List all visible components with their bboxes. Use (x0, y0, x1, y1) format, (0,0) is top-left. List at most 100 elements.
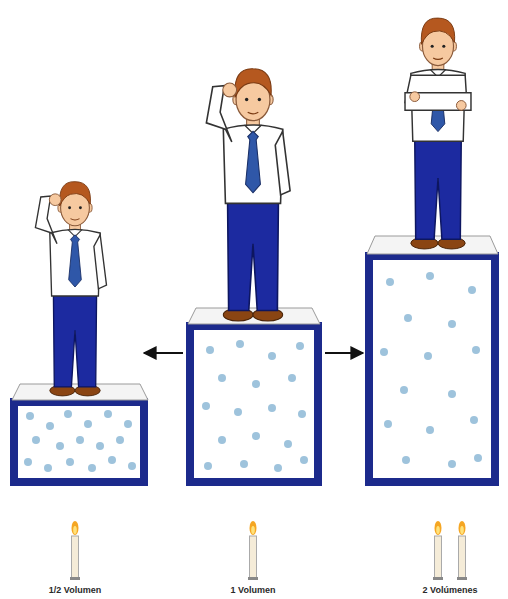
particle (284, 440, 292, 448)
particle (76, 436, 84, 444)
candle-base (433, 577, 443, 580)
particle (96, 442, 104, 450)
particle (468, 286, 476, 294)
particle (66, 458, 74, 466)
container-wall (365, 252, 499, 486)
container-one (186, 308, 322, 486)
particle (32, 436, 40, 444)
container-wall (186, 322, 322, 486)
flame (459, 521, 466, 535)
direction-arrow (325, 352, 363, 354)
flame-core (251, 526, 255, 534)
man-confident (405, 18, 471, 249)
container-double (365, 236, 499, 486)
flame-core (73, 526, 77, 534)
particle (56, 442, 64, 450)
particle (252, 432, 260, 440)
volume-label: 1 Volumen (231, 585, 276, 596)
particle (472, 346, 480, 354)
container-inside (194, 330, 314, 478)
candle-body (435, 536, 442, 578)
man-puzzled (35, 182, 106, 396)
man-figure (50, 182, 100, 396)
particle (268, 404, 276, 412)
particle (124, 420, 132, 428)
container-inside (18, 406, 140, 478)
gas-particles (24, 410, 136, 472)
candle (433, 521, 443, 580)
candle-base (248, 577, 258, 580)
particle (384, 420, 392, 428)
particle (104, 410, 112, 418)
man-thinking (206, 69, 290, 321)
particle (128, 462, 136, 470)
particle (404, 314, 412, 322)
particle (26, 412, 34, 420)
particle (400, 386, 408, 394)
man-arms (405, 75, 471, 110)
particle (236, 340, 244, 348)
particle (218, 374, 226, 382)
particle (386, 278, 394, 286)
particle (218, 436, 226, 444)
particle (426, 272, 434, 280)
candle-base (457, 577, 467, 580)
particle (64, 410, 72, 418)
particle (298, 410, 306, 418)
particle (44, 464, 52, 472)
flame-core (436, 526, 440, 534)
man-arm (94, 235, 107, 289)
particle (24, 458, 32, 466)
candle-body (250, 536, 257, 578)
volume-label: 2 Volúmenes (423, 585, 478, 596)
particle (300, 456, 308, 464)
particle (252, 380, 260, 388)
candle (70, 521, 80, 580)
container-wall (10, 398, 148, 486)
volume-label: 1/2 Volumen (49, 585, 101, 596)
particle (204, 462, 212, 470)
flame (250, 521, 257, 535)
particle (424, 352, 432, 360)
candle-body (459, 536, 466, 578)
particle (448, 390, 456, 398)
particle (448, 320, 456, 328)
gas-particles (202, 340, 308, 472)
particle (240, 460, 248, 468)
man-arm (275, 131, 290, 195)
man-arm (206, 83, 236, 142)
particle (426, 426, 434, 434)
candle-body (72, 536, 79, 578)
particle (268, 352, 276, 360)
man-figure (411, 18, 465, 249)
particle (274, 464, 282, 472)
flame (72, 521, 79, 535)
particle (402, 456, 410, 464)
particle (88, 464, 96, 472)
particle (380, 348, 388, 356)
container-half (10, 384, 148, 486)
gas-particles (380, 272, 482, 468)
particle (296, 342, 304, 350)
particle (234, 408, 242, 416)
particle (448, 460, 456, 468)
particle (202, 402, 210, 410)
particle (84, 420, 92, 428)
particle (206, 346, 214, 354)
particle (116, 436, 124, 444)
particle (288, 374, 296, 382)
man-figure (223, 69, 282, 321)
candle (248, 521, 258, 580)
man-arm (35, 194, 61, 244)
direction-arrow (144, 352, 183, 354)
particle (46, 422, 54, 430)
particle (470, 416, 478, 424)
candle-base (70, 577, 80, 580)
particle (108, 456, 116, 464)
particle (474, 454, 482, 462)
container-inside (373, 260, 491, 478)
candle (457, 521, 467, 580)
flame (435, 521, 442, 535)
